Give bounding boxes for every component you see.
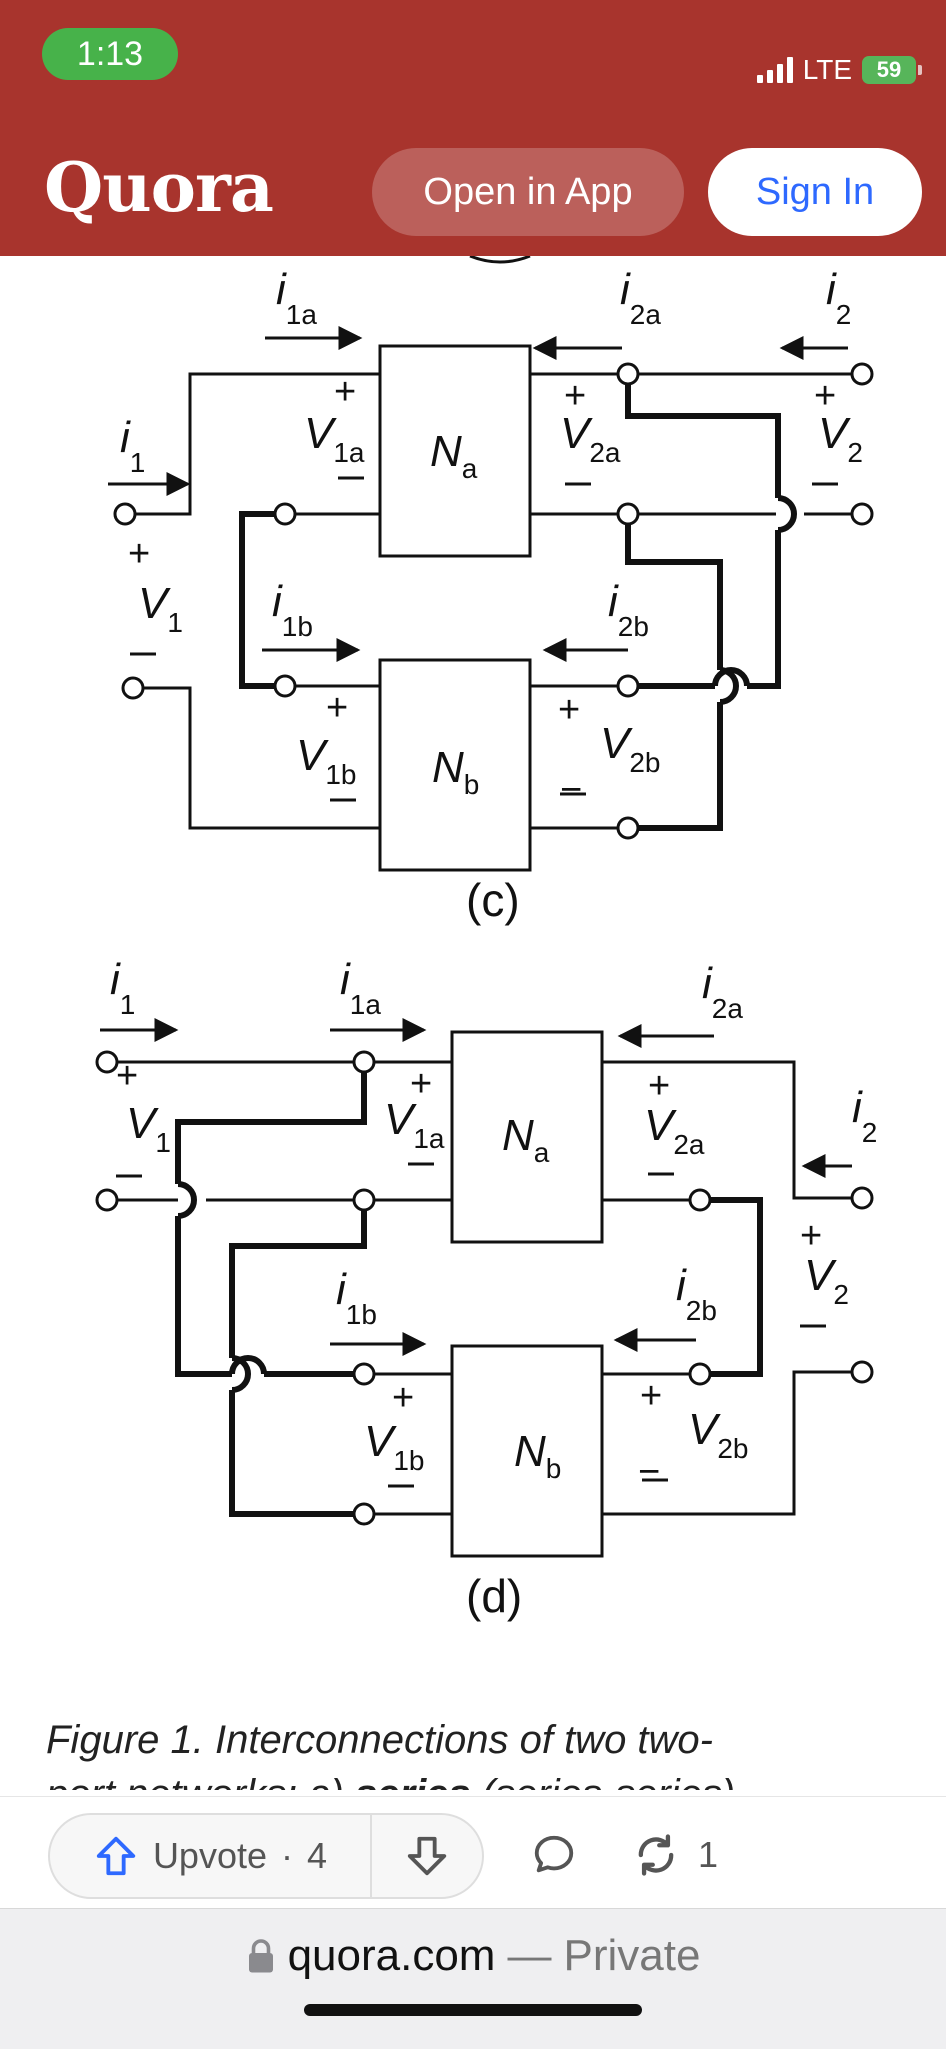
svg-text:+: + xyxy=(128,533,150,575)
svg-text:i2a: i2a xyxy=(620,265,661,330)
browsing-mode: Private xyxy=(563,1931,701,1980)
upvote-count: 4 xyxy=(307,1835,328,1876)
svg-text:V1: V1 xyxy=(138,579,183,638)
upvote-arrow-icon xyxy=(96,1836,136,1876)
upvote-separator: · xyxy=(281,1835,294,1876)
upvote-label: Upvote xyxy=(152,1835,268,1876)
reshare-icon xyxy=(638,1834,674,1876)
battery-icon: 59 xyxy=(862,56,922,84)
panel-d-label: (d) xyxy=(466,1570,522,1622)
svg-text:V1: V1 xyxy=(126,1099,171,1158)
svg-text:−: − xyxy=(560,769,582,811)
panel-c-label: (c) xyxy=(466,874,520,926)
comment-button[interactable] xyxy=(528,1827,580,1883)
svg-text:i1a: i1a xyxy=(340,955,381,1020)
svg-text:+: + xyxy=(392,1377,414,1419)
status-time: 1:13 xyxy=(42,28,178,80)
status-indicators: LTE 59 xyxy=(756,48,922,92)
svg-text:V1a: V1a xyxy=(384,1095,445,1154)
signal-icon xyxy=(756,57,793,83)
figure-caption: Figure 1. Interconnections of two two- xyxy=(46,1718,713,1762)
quora-logo[interactable]: Quora xyxy=(44,148,274,228)
browser-url-bar[interactable]: quora.com — Private xyxy=(0,1908,946,2049)
svg-text:i2a: i2a xyxy=(702,959,743,1024)
sign-in-button[interactable]: Sign In xyxy=(708,148,922,236)
box-nb-c: Nb xyxy=(432,743,479,800)
svg-text:+: + xyxy=(564,375,586,417)
open-in-app-button[interactable]: Open in App xyxy=(372,148,684,236)
vote-controls: Upvote · 4 xyxy=(48,1813,484,1899)
svg-text:V2a: V2a xyxy=(560,409,621,468)
svg-text:+: + xyxy=(648,1065,670,1107)
panel-d xyxy=(95,1018,874,1558)
svg-text:V2: V2 xyxy=(818,409,863,468)
svg-text:i2: i2 xyxy=(826,265,851,330)
upvote-button[interactable]: Upvote · 4 xyxy=(50,1815,372,1897)
svg-text:+: + xyxy=(410,1063,432,1105)
box-nb-d: Nb xyxy=(514,1427,561,1484)
svg-text:+: + xyxy=(116,1055,138,1097)
figure-caption-continued: port networks: a) series (series-series) xyxy=(46,1766,926,1790)
svg-text:V1a: V1a xyxy=(304,409,365,468)
svg-text:V2b: V2b xyxy=(600,719,661,778)
box-na-c: Na xyxy=(430,427,478,484)
svg-text:i1b: i1b xyxy=(272,577,313,642)
svg-text:+: + xyxy=(558,689,580,731)
panel-d-labels: Na Nb i1 i1a i2a i2 i1b i2b V1 V1a V2a V… xyxy=(110,955,877,1484)
lock-icon xyxy=(248,1939,273,1973)
svg-text:−: − xyxy=(638,1451,660,1493)
svg-text:i2b: i2b xyxy=(676,1261,717,1326)
home-indicator[interactable] xyxy=(304,2004,642,2016)
network-type: LTE xyxy=(802,54,852,85)
svg-text:i2b: i2b xyxy=(608,577,649,642)
share-button[interactable]: 1 xyxy=(630,1825,718,1885)
svg-text:i1: i1 xyxy=(110,955,135,1020)
downvote-arrow-icon xyxy=(407,1836,447,1876)
svg-text:i2: i2 xyxy=(852,1083,877,1148)
svg-text:V1b: V1b xyxy=(364,1417,425,1476)
svg-text:i1a: i1a xyxy=(276,265,317,330)
panel-c-labels: Na Nb i1a i2a i2 i1 i1b i2b V1a V2a V2 V… xyxy=(120,265,863,800)
svg-text:V2: V2 xyxy=(804,1251,849,1310)
panel-c xyxy=(108,254,874,872)
box-na-d: Na xyxy=(502,1111,550,1168)
circuit-figure: Na Nb i1a i2a i2 i1 i1b i2b V1a V2a V2 V… xyxy=(0,254,946,1636)
url-domain: quora.com xyxy=(287,1931,496,1980)
app-header: 1:13 LTE 59 Quora Open in App Sign In xyxy=(0,0,946,256)
svg-text:+: + xyxy=(640,1375,662,1417)
svg-text:+: + xyxy=(326,687,348,729)
comment-bubble-icon xyxy=(534,1835,574,1873)
svg-text:V2b: V2b xyxy=(688,1405,749,1464)
share-count: 1 xyxy=(698,1834,719,1875)
svg-text:V2a: V2a xyxy=(644,1101,705,1160)
url-separator: — xyxy=(507,1931,552,1980)
svg-text:i1b: i1b xyxy=(336,1265,377,1330)
downvote-button[interactable] xyxy=(372,1815,482,1897)
url-display[interactable]: quora.com — Private xyxy=(0,1931,946,1981)
svg-text:+: + xyxy=(334,371,356,413)
svg-text:+: + xyxy=(814,375,836,417)
svg-text:+: + xyxy=(800,1215,822,1257)
svg-text:i1: i1 xyxy=(120,413,145,478)
circuit-diagram: Na Nb i1a i2a i2 i1 i1b i2b V1a V2a V2 V… xyxy=(95,254,877,1622)
svg-text:V1b: V1b xyxy=(296,731,357,790)
answer-action-bar: Upvote · 4 1 xyxy=(0,1796,946,1909)
